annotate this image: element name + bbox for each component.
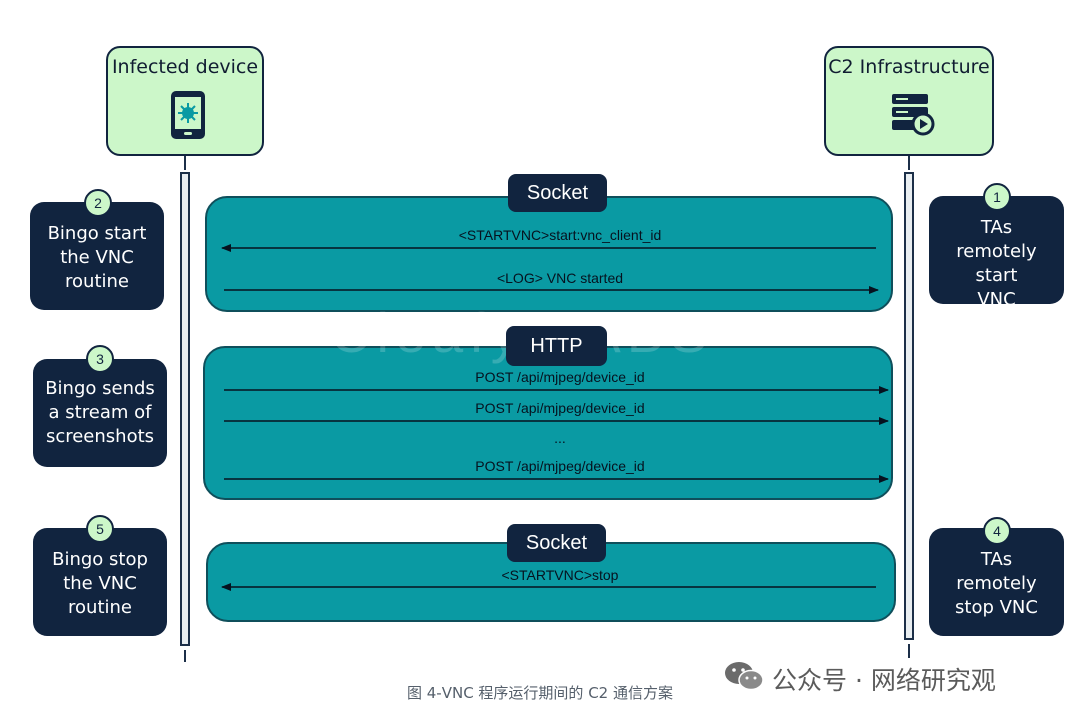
step-2-badge: 2 <box>84 189 112 217</box>
wechat-account: 公众号 · 网络研究观 <box>724 660 996 698</box>
step-5-box: Bingo stop the VNC routine <box>33 528 167 636</box>
http-label: HTTP <box>506 326 607 366</box>
c2-infrastructure-label: C2 Infrastructure <box>828 56 990 78</box>
step-4-text: TAs remotely stop VNC <box>955 549 1038 618</box>
message-post-2: POST /api/mjpeg/device_id <box>475 400 645 416</box>
step-5-text: Bingo stop the VNC routine <box>52 549 148 618</box>
infected-phone-icon <box>170 90 206 144</box>
step-2-text: Bingo start the VNC routine <box>47 223 147 292</box>
step-2-box: Bingo start the VNC routine <box>30 202 164 310</box>
step-3-box: Bingo sends a stream of screenshots <box>33 359 167 467</box>
right-lifeline-top-dash <box>908 156 910 170</box>
step-3-badge: 3 <box>86 345 114 373</box>
socket-panel-start <box>205 196 893 312</box>
message-stop-vnc: <STARTVNC>stop <box>501 567 619 583</box>
socket-label-start: Socket <box>508 174 607 212</box>
message-log-started: <LOG> VNC started <box>496 270 624 286</box>
left-lifeline-top-dash <box>184 156 186 170</box>
http-panel <box>203 346 893 500</box>
server-icon <box>892 94 936 140</box>
wechat-account-name: 公众号 · 网络研究观 <box>772 666 996 695</box>
socket-label-stop: Socket <box>507 524 606 562</box>
message-start-vnc: <STARTVNC>start:vnc_client_id <box>458 227 662 243</box>
step-1-badge: 1 <box>983 183 1011 211</box>
figure-caption: 图 4-VNC 程序运行期间的 C2 通信方案 <box>406 684 673 702</box>
right-lifeline <box>904 172 914 640</box>
step-3-text: Bingo sends a stream of screenshots <box>45 378 155 447</box>
step-1-box: TAs remotely start VNC <box>929 196 1064 310</box>
step-4-badge: 4 <box>983 517 1011 545</box>
message-ellipsis: ... <box>554 430 566 446</box>
message-post-1: POST /api/mjpeg/device_id <box>475 369 645 385</box>
infected-device-label: Infected device <box>111 56 259 78</box>
wechat-icon <box>724 660 764 698</box>
step-4-box: TAs remotely stop VNC <box>929 528 1064 636</box>
infected-device-box: Infected device <box>106 46 264 156</box>
step-5-badge: 5 <box>86 515 114 543</box>
right-lifeline-bottom-dash <box>908 644 910 658</box>
left-lifeline <box>180 172 190 646</box>
c2-infrastructure-box: C2 Infrastructure <box>824 46 994 156</box>
message-post-3: POST /api/mjpeg/device_id <box>475 458 645 474</box>
step-1-text: TAs remotely start VNC <box>956 217 1037 310</box>
left-lifeline-bottom-dash <box>184 650 186 662</box>
